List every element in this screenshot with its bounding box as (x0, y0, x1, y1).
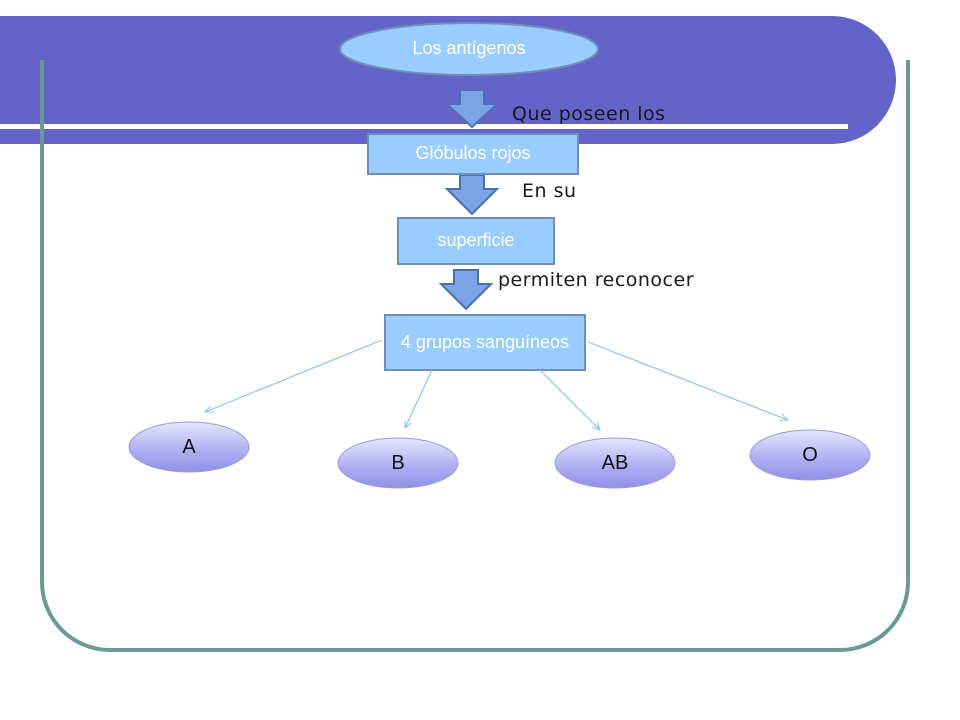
node-antigenos-shape (339, 22, 599, 76)
block-arrow-3 (438, 269, 494, 311)
group-b: B (391, 451, 405, 474)
node-grupos-shape (384, 314, 586, 371)
edge-label-que-poseen: Que poseen los (512, 103, 666, 125)
block-arrow-2 (444, 174, 500, 216)
connector-o (587, 341, 788, 420)
group-a: A (182, 435, 196, 458)
connector-a (205, 339, 383, 412)
edge-label-en-su: En su (522, 180, 577, 202)
group-o: O (802, 443, 818, 466)
header-divider (0, 124, 848, 129)
slide-frame (40, 60, 910, 652)
node-superficie-shape (397, 217, 555, 265)
group-ab: AB (601, 451, 629, 474)
edge-label-permiten: permiten reconocer (498, 269, 695, 291)
group-ab-shape (554, 437, 676, 489)
node-globulos-shape (367, 133, 579, 175)
connector-ab (539, 369, 600, 430)
group-b-shape (337, 437, 459, 489)
group-a-shape (128, 421, 250, 473)
group-o-shape (749, 429, 871, 481)
connector-b (405, 369, 433, 428)
block-arrow-1 (444, 89, 500, 129)
